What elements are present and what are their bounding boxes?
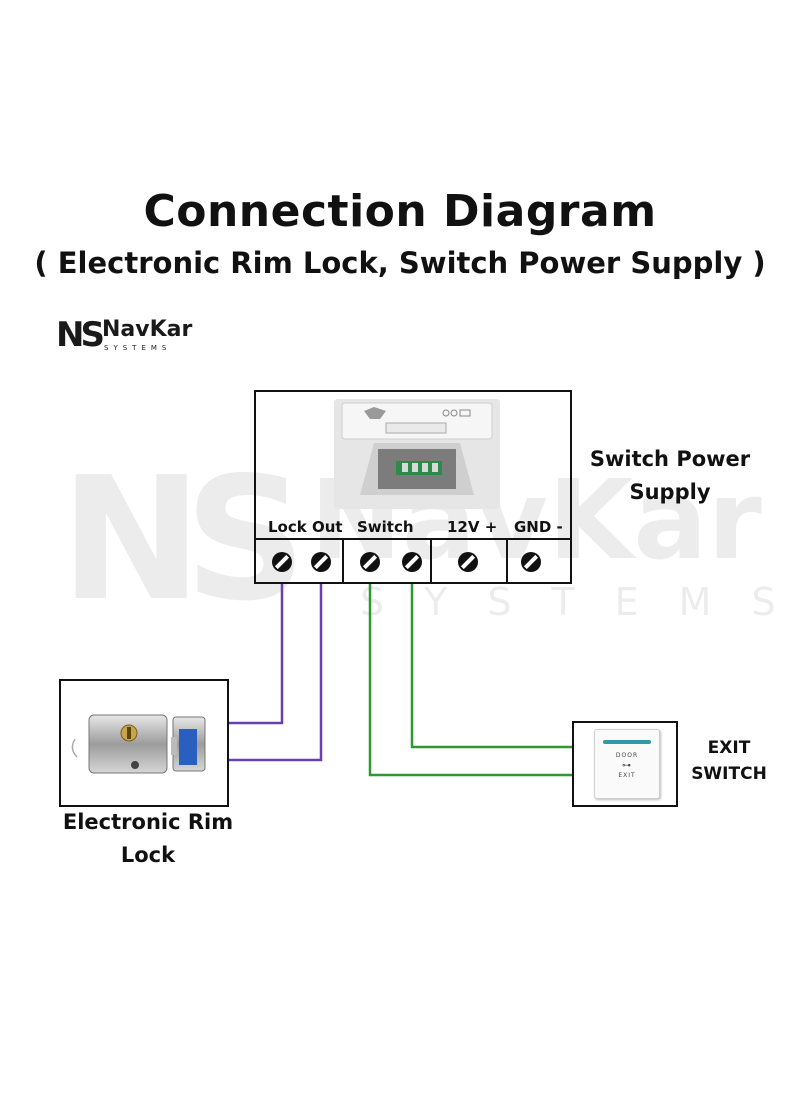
terminal-label-12v: 12V + [447, 518, 498, 536]
exit-switch-label: EXIT SWITCH [684, 735, 774, 787]
screw-terminal-lock-out-1 [272, 552, 292, 572]
terminal-divider [430, 540, 432, 584]
logo-name: NavKar [102, 317, 193, 342]
screw-terminal-switch-1 [360, 552, 380, 572]
exit-switch-label-line1: EXIT [707, 738, 751, 758]
terminal-divider [342, 540, 344, 584]
terminal-strip [256, 538, 570, 584]
power-supply-image [334, 399, 500, 509]
power-supply-label-line1: Switch Power [589, 447, 751, 471]
power-supply-box [254, 390, 572, 584]
page-title: Connection Diagram [143, 186, 657, 237]
screw-terminal-gnd [521, 552, 541, 572]
exit-plate-text-top: DOOR [615, 752, 639, 759]
screw-terminal-12v [458, 552, 478, 572]
switch-wire-2 [410, 583, 572, 749]
page-subtitle: ( Electronic Rim Lock, Switch Power Supp… [34, 246, 766, 280]
rim-lock-label-line1: Electronic Rim [62, 810, 234, 834]
power-supply-label: Switch Power Supply [582, 443, 758, 509]
exit-plate-text-bottom: EXIT [618, 772, 636, 779]
watermark-tagline: SYSTEMS [360, 580, 800, 624]
terminal-label-lock-out: Lock Out [268, 518, 343, 536]
power-supply-label-line2: Supply [629, 480, 711, 504]
terminal-label-gnd: GND - [514, 518, 563, 536]
terminal-label-switch: Switch [357, 518, 414, 536]
rim-lock-image [71, 714, 206, 774]
lock-wire-2 [229, 583, 323, 762]
exit-switch-indicator [603, 740, 651, 744]
rim-lock-label-line2: Lock [120, 843, 176, 867]
logo-mark: NS [56, 315, 105, 355]
rim-lock-box [59, 679, 229, 807]
exit-switch-plate: DOOR ⊶ EXIT [594, 729, 660, 799]
terminal-divider [506, 540, 508, 584]
screw-terminal-switch-2 [402, 552, 422, 572]
exit-switch-label-line2: SWITCH [691, 764, 767, 784]
lock-wire-1 [229, 583, 284, 725]
exit-switch-box [572, 721, 678, 807]
power-supply-photo [334, 399, 500, 509]
brand-logo: NS NavKar SYSTEMS [56, 316, 216, 360]
key-icon: ⊶ [622, 761, 632, 771]
rim-lock-label: Electronic Rim Lock [50, 806, 246, 872]
screw-terminal-lock-out-2 [311, 552, 331, 572]
logo-tagline: SYSTEMS [104, 344, 172, 352]
switch-wire-1 [368, 583, 572, 777]
